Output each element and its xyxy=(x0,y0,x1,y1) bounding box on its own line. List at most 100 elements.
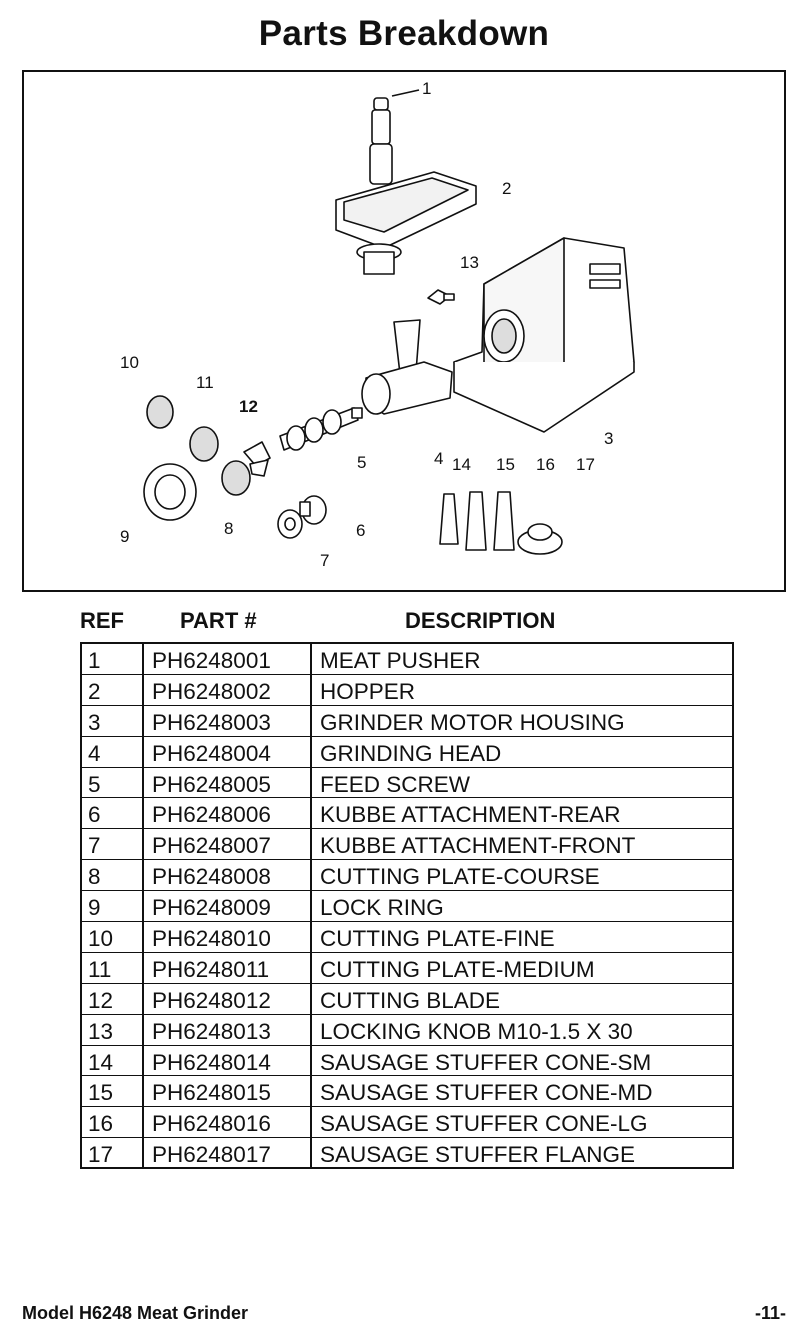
part-number-cell: PH6248001 xyxy=(152,648,271,673)
ref-cell: 5 xyxy=(88,771,101,797)
locking-knob-drawing xyxy=(427,289,455,305)
callout-3: 3 xyxy=(604,429,613,448)
description-cell: CUTTING BLADE xyxy=(320,987,501,1013)
ref-cell: 15 xyxy=(88,1080,114,1106)
part-number-cell: PH6248003 xyxy=(152,709,271,735)
header-ref: REF xyxy=(80,608,124,633)
ref-cell: 7 xyxy=(88,833,101,859)
callout-14: 14 xyxy=(452,455,471,474)
ref-cell: 9 xyxy=(88,895,101,921)
part-number-cell: PH6248010 xyxy=(152,926,271,952)
table-row: 3 PH6248003 GRINDER MOTOR HOUSING xyxy=(82,706,732,737)
footer-page-number: -11- xyxy=(754,1303,786,1323)
description-cell: CUTTING PLATE-FINE xyxy=(320,926,555,952)
description-cell: FEED SCREW xyxy=(320,771,471,797)
part-number-cell: PH6248014 xyxy=(152,1049,271,1075)
ref-cell: 17 xyxy=(88,1142,114,1168)
cutting-blade-drawing xyxy=(243,441,271,477)
stuffer-flange-drawing xyxy=(517,523,563,555)
cutting-plates-drawing xyxy=(146,395,251,496)
ref-cell: 16 xyxy=(88,1111,114,1137)
description-cell: KUBBE ATTACHMENT-REAR xyxy=(320,802,621,828)
callout-labels: 1 2 13 10 11 12 3 5 4 14 15 16 17 8 6 9 … xyxy=(120,79,613,570)
table-row: 5 PH6248005 FEED SCREW xyxy=(82,768,732,799)
description-cell: GRINDING HEAD xyxy=(320,740,502,766)
callout-10: 10 xyxy=(120,353,139,372)
part-number-cell: PH6248004 xyxy=(152,740,271,766)
table-row: 9 PH6248009 LOCK RING xyxy=(82,891,732,923)
part-number-cell: PH6248009 xyxy=(152,895,271,921)
ref-cell: 13 xyxy=(88,1018,114,1044)
footer-model: Model H6248 Meat Grinder xyxy=(22,1303,249,1323)
ref-cell: 10 xyxy=(88,926,114,952)
motor-housing-drawing xyxy=(453,237,635,433)
ref-cell: 14 xyxy=(88,1049,114,1075)
header-part-number: PART # xyxy=(180,608,257,633)
description-cell: SAUSAGE STUFFER CONE-LG xyxy=(320,1111,648,1137)
part-number-cell: PH6248013 xyxy=(152,1018,271,1044)
description-cell: KUBBE ATTACHMENT-FRONT xyxy=(320,833,636,859)
callout-1: 1 xyxy=(422,79,431,98)
exploded-parts-diagram: 1 2 13 10 11 12 3 5 4 14 15 16 17 8 6 9 … xyxy=(22,70,786,592)
stuffer-cones-drawing xyxy=(439,491,515,551)
part-number-cell: PH6248005 xyxy=(152,771,271,797)
part-number-cell: PH6248002 xyxy=(152,678,271,704)
callout-15: 15 xyxy=(496,455,515,474)
lock-ring-drawing xyxy=(143,463,197,521)
callout-5: 5 xyxy=(357,453,366,472)
callout-16: 16 xyxy=(536,455,555,474)
description-cell: LOCK RING xyxy=(320,895,444,921)
table-row: 12 PH6248012 CUTTING BLADE xyxy=(82,984,732,1015)
callout-4: 4 xyxy=(434,449,443,468)
table-row: 10 PH6248010 CUTTING PLATE-FINE xyxy=(82,922,732,953)
callout-6: 6 xyxy=(356,521,365,540)
part-number-cell: PH6248007 xyxy=(152,833,271,859)
callout-7: 7 xyxy=(320,551,329,570)
table-row: 6 PH6248006 KUBBE ATTACHMENT-REAR xyxy=(82,798,732,830)
table-row: 13 PH6248013 LOCKING KNOB M10-1.5 X 30 xyxy=(82,1015,732,1046)
callout-8: 8 xyxy=(224,519,233,538)
ref-cell: 2 xyxy=(88,678,101,704)
header-description: DESCRIPTION xyxy=(405,608,556,633)
ref-cell: 8 xyxy=(88,864,101,890)
part-number-cell: PH6248015 xyxy=(152,1080,271,1106)
part-number-cell: PH6248008 xyxy=(152,864,271,890)
description-cell: SAUSAGE STUFFER CONE-SM xyxy=(320,1049,652,1075)
table-row: 16 PH6248016 SAUSAGE STUFFER CONE-LG xyxy=(82,1107,732,1139)
description-cell: GRINDER MOTOR HOUSING xyxy=(320,709,625,735)
table-row: 1 PH6248001 MEAT PUSHER xyxy=(82,644,732,675)
table-row: 15 PH6248015 SAUSAGE STUFFER CONE-MD xyxy=(82,1076,732,1108)
meat-pusher-drawing xyxy=(369,89,420,185)
description-cell: CUTTING PLATE-MEDIUM xyxy=(320,956,595,982)
description-cell: SAUSAGE STUFFER CONE-MD xyxy=(320,1080,653,1106)
feed-screw-drawing xyxy=(279,407,363,451)
part-number-cell: PH6248016 xyxy=(152,1111,271,1137)
description-cell: SAUSAGE STUFFER FLANGE xyxy=(320,1142,636,1168)
ref-cell: 6 xyxy=(88,802,101,828)
ref-cell: 3 xyxy=(88,709,101,735)
kubbe-attachments-drawing xyxy=(277,495,327,539)
description-cell: LOCKING KNOB M10-1.5 X 30 xyxy=(320,1018,633,1044)
description-cell: MEAT PUSHER xyxy=(320,648,481,673)
part-number-cell: PH6248006 xyxy=(152,802,271,828)
ref-cell: 1 xyxy=(88,648,101,673)
table-row: 14 PH6248014 SAUSAGE STUFFER CONE-SM xyxy=(82,1046,732,1077)
ref-cell: 4 xyxy=(88,740,101,766)
part-number-cell: PH6248012 xyxy=(152,987,271,1013)
ref-cell: 12 xyxy=(88,987,114,1013)
ref-cell: 11 xyxy=(88,956,112,982)
callout-2: 2 xyxy=(502,179,511,198)
table-row: 7 PH6248007 KUBBE ATTACHMENT-FRONT xyxy=(82,829,732,861)
callout-12: 12 xyxy=(239,397,258,416)
table-divider xyxy=(310,644,312,1167)
callout-9: 9 xyxy=(120,527,129,546)
callout-11: 11 xyxy=(196,373,214,392)
page-title: Parts Breakdown xyxy=(258,14,550,53)
callout-13: 13 xyxy=(460,253,479,272)
grinding-head-drawing xyxy=(361,319,453,415)
